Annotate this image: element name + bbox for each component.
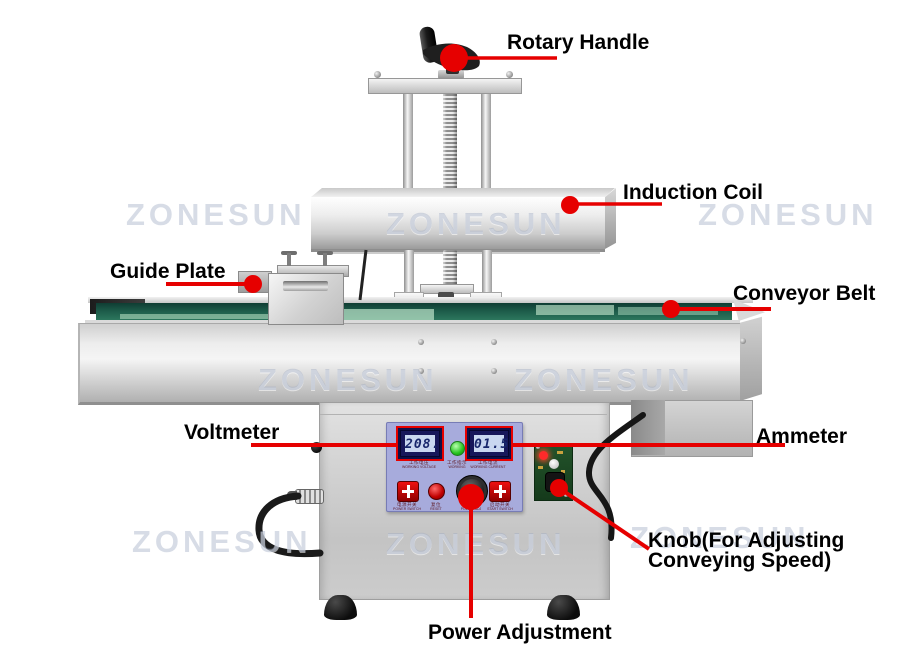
left-rod-lower <box>404 250 414 298</box>
speed-knob-label: Knob(For Adjusting Conveying Speed) <box>648 529 845 572</box>
ammeter-value: 01.5 <box>474 435 510 452</box>
conveyor-belt-label: Conveyor Belt <box>733 282 876 305</box>
wing-bolt-right-stem <box>323 253 327 266</box>
watermark: ZONESUN <box>258 362 438 397</box>
lead-screw <box>443 90 457 190</box>
coil-cable <box>358 249 368 301</box>
power-adjustment-callout-dot <box>458 484 484 510</box>
power-cable-left <box>255 492 324 558</box>
left-guide-rod <box>403 90 413 190</box>
watermark: ZONESUN <box>698 197 878 232</box>
table-screw-2 <box>491 339 497 345</box>
table-screw-3 <box>418 368 424 374</box>
watermark: ZONESUN <box>386 206 566 241</box>
belt-glass-rail-mid <box>332 309 434 320</box>
power-switch <box>397 481 419 502</box>
table-back-rim <box>88 297 753 303</box>
belt-glass-rail-mid2 <box>536 305 614 315</box>
table-end-face <box>740 316 762 401</box>
table-screw-5 <box>740 338 746 344</box>
watermark: ZONESUN <box>630 520 810 555</box>
conveyor-belt-callout-dot <box>662 300 680 318</box>
table-front-rim <box>85 320 740 324</box>
reset-button <box>428 483 445 500</box>
machine-foot-right <box>547 595 580 620</box>
voltmeter-value: 208. <box>405 435 441 452</box>
guide-plate-label: Guide Plate <box>110 260 226 283</box>
rotary-handle-label: Rotary Handle <box>507 31 650 54</box>
machine-foot-left <box>324 595 357 620</box>
power-adjustment-label: Power Adjustment <box>428 621 612 644</box>
watermark: ZONESUN <box>132 524 312 559</box>
cabinet-bolt <box>311 442 322 453</box>
pcb-pad-1 <box>538 466 543 469</box>
right-rod-lower <box>482 250 492 298</box>
voltmeter-highlight-box: 208. <box>396 426 444 461</box>
voltmeter-display: 208. <box>400 430 440 457</box>
start-switch-sublabel: 启动开关 START SWITCH <box>487 502 513 512</box>
reset-sublabel: 复位 RESET <box>430 502 442 512</box>
watermark: ZONESUN <box>386 526 566 561</box>
watermark: ZONESUN <box>126 197 306 232</box>
power-switch-sublabel: 电源开关 POWER SWITCH <box>393 502 421 512</box>
table-screw-4 <box>491 368 497 374</box>
speed-knob-label-line1: Knob(For Adjusting <box>648 529 845 552</box>
pcb-pad-2 <box>557 451 563 454</box>
top-plate-bolt-left <box>374 71 381 78</box>
ammeter-label: Ammeter <box>756 425 848 448</box>
right-guide-rod <box>481 90 491 190</box>
pcb-led <box>539 451 548 460</box>
pcb-pad-3 <box>561 470 565 473</box>
induction-coil-callout-dot <box>561 196 579 214</box>
voltmeter-sublabel: 工作电压 WORKING VOLTAGE <box>401 460 437 470</box>
ammeter-highlight-box: 01.5 <box>465 426 513 461</box>
induction-coil-end <box>605 188 616 249</box>
belt-glass-rail-left <box>120 314 270 319</box>
induction-coil-top <box>311 188 615 197</box>
table-screw-1 <box>418 339 424 345</box>
guide-plate-slot <box>283 281 328 291</box>
cabinet-seam <box>320 414 607 415</box>
handle-collar <box>438 70 464 79</box>
wing-bolt-left-stem <box>287 253 291 266</box>
coil-shadow <box>318 250 600 254</box>
speed-knob-label-line2: Conveying Speed) <box>648 549 832 572</box>
motor-cable-right <box>586 412 646 541</box>
speed-knob-callout-line <box>557 486 651 551</box>
lead-screw-lower <box>443 250 457 292</box>
working-indicator-light <box>450 441 465 456</box>
start-switch <box>489 481 511 502</box>
voltmeter-label: Voltmeter <box>184 421 280 444</box>
speed-knob-callout-dot <box>550 479 568 497</box>
ammeter-display: 01.5 <box>469 430 509 457</box>
pcb-trimmer-cap <box>549 459 559 469</box>
ammeter-sublabel: 工作电流 WORKING CURRENT <box>470 460 506 470</box>
guide-plate-callout-dot <box>244 275 262 293</box>
rotary-handle-callout-dot <box>440 44 468 72</box>
working-indicator-sublabel: 工作指示 WORKING <box>447 460 467 470</box>
induction-coil-label: Induction Coil <box>623 181 763 204</box>
top-plate-bolt-right <box>506 71 513 78</box>
watermark: ZONESUN <box>514 362 694 397</box>
